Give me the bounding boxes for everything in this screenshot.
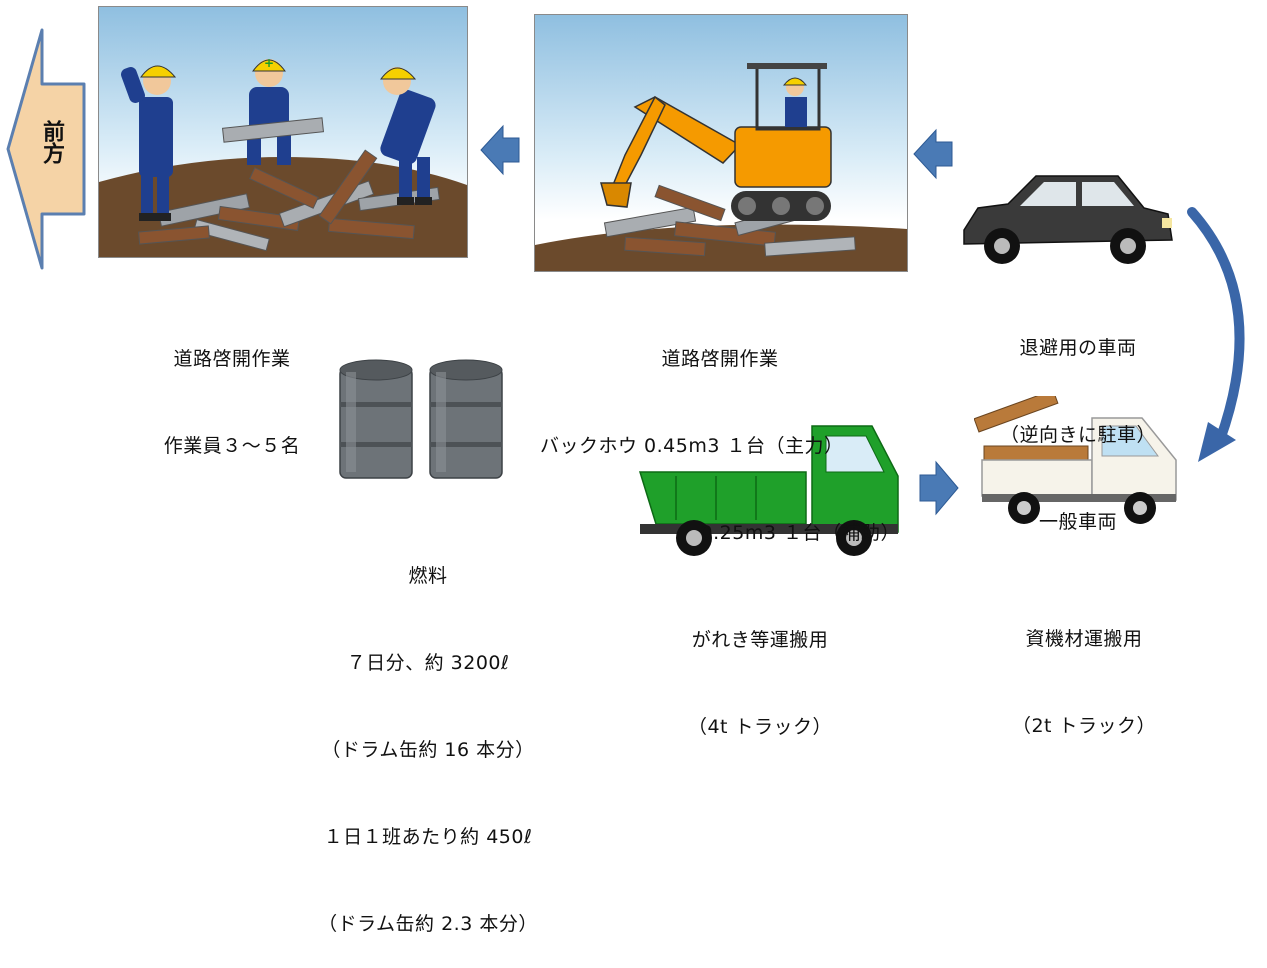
svg-text:+: + [264, 56, 274, 70]
flow-arrow-excavator-to-workers [480, 124, 520, 176]
curved-flow-arrow [1187, 207, 1245, 462]
flow-arrow-car-to-excavator [913, 128, 953, 180]
evacuation-car-caption: 退避用の車両 （逆向きに駐車） 一般車両 [980, 276, 1176, 566]
excavator-caption-line1: 道路啓開作業 [661, 348, 779, 370]
fuel-caption-line5: （ドラム缶約 2.3 本分） [318, 913, 538, 935]
workers-scene-image: + [98, 6, 468, 258]
worker-left [121, 65, 177, 221]
workers-caption-line2: 作業員３～５名 [163, 435, 301, 457]
material-truck-caption: 資機材運搬用 （2t トラック） [984, 567, 1184, 770]
fuel-caption-line1: 燃料 [408, 565, 448, 587]
material-light-truck-image [974, 396, 1177, 524]
worker-right [318, 67, 436, 225]
forward-arrow [6, 28, 86, 270]
debris-truck-caption-line2: （4t トラック） [687, 716, 833, 738]
debris-truck-caption: がれき等運搬用 （4t トラック） [650, 568, 870, 771]
worker-center: + [221, 56, 325, 165]
fuel-caption-line2: ７日分、約 3200ℓ [346, 652, 510, 674]
workers-caption: 道路啓開作業 作業員３～５名 [112, 287, 352, 490]
flow-arrow-debris-to-material [919, 460, 959, 516]
fuel-caption-line4: １日１班あたり約 450ℓ [323, 826, 533, 848]
fuel-drums-image [339, 359, 503, 479]
material-truck-caption-line2: （2t トラック） [1011, 715, 1157, 737]
excavator-caption-line2: バックホウ 0.45m3 １台（主力） [540, 435, 844, 457]
evacuation-car-caption-line2: （逆向きに駐車） [999, 424, 1156, 446]
fuel-caption: 燃料 ７日分、約 3200ℓ （ドラム缶約 16 本分） １日１班あたり約 45… [298, 504, 558, 968]
debris-dump-truck-image [638, 425, 899, 556]
debris-truck-caption-line1: がれき等運搬用 [691, 629, 829, 651]
evacuation-car-caption-line3: 一般車両 [1038, 511, 1117, 533]
excavator-scene-image [534, 14, 908, 272]
excavator-caption-line3: 0.25m3 １台（補助） [700, 522, 900, 544]
forward-label: 前方 [39, 120, 64, 164]
material-truck-caption-line1: 資機材運搬用 [1025, 628, 1143, 650]
fuel-caption-line3: （ドラム缶約 16 本分） [321, 739, 535, 761]
workers-caption-line1: 道路啓開作業 [173, 348, 291, 370]
excavator-caption: 道路啓開作業 バックホウ 0.45m3 １台（主力） 0.25m3 １台（補助） [540, 287, 900, 577]
evacuation-car-caption-line1: 退避用の車両 [1019, 337, 1137, 359]
evacuation-car-image [963, 175, 1173, 264]
